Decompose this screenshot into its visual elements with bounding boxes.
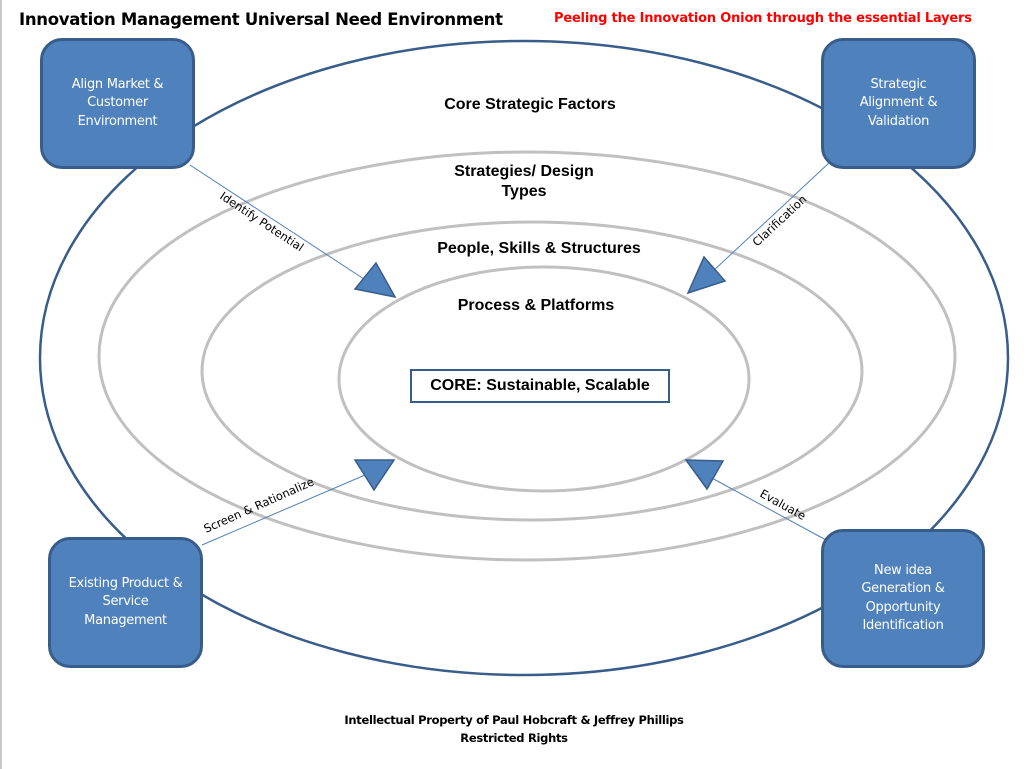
connector-label-clarification: Clarification <box>749 192 809 249</box>
connector-label-evaluate: Evaluate <box>758 486 809 523</box>
arrowhead-bottom-left-icon <box>353 459 396 492</box>
footer-rights: Restricted Rights <box>460 731 568 745</box>
page-title: Innovation Management Universal Need Env… <box>19 10 503 29</box>
outer-ring-core-strategic-factors <box>38 39 1010 677</box>
connector-line-bottom-right <box>709 476 827 541</box>
layer-label-strategies-design-types: Strategies/ Design Types <box>454 163 594 200</box>
core-label: CORE: Sustainable, Scalable <box>430 377 650 394</box>
connector-line-top-left <box>189 164 371 284</box>
frame-edge <box>0 0 2 769</box>
layer-label-core-strategic-factors: Core Strategic Factors <box>444 96 616 113</box>
layer-label-people-skills-structures: People, Skills & Structures <box>437 240 641 257</box>
connector-line-bottom-left <box>201 474 366 546</box>
ring-people-skills-structures <box>200 220 864 522</box>
connector-label-screen-rationalize: Screen & Rationalize <box>202 474 317 535</box>
box-align-market-customer-environment: Align Market & Customer Environment <box>40 38 195 169</box>
connector-label-identify-potential: Identify Potential <box>217 189 306 254</box>
box-new-idea-generation-opportunity: New idea Generation & Opportunity Identi… <box>821 529 985 668</box>
ring-strategies-design-types <box>97 150 957 562</box>
connector-line-top-right <box>711 161 831 273</box>
footer-ip-notice: Intellectual Property of Paul Hobcraft &… <box>344 713 684 727</box>
core-box: CORE: Sustainable, Scalable <box>410 369 670 403</box>
page-subtitle: Peeling the Innovation Onion through the… <box>554 11 972 26</box>
box-existing-product-service-management: Existing Product & Service Management <box>48 537 203 668</box>
layer-label-process-platforms: Process & Platforms <box>457 297 615 314</box>
arrowhead-bottom-right-icon <box>684 459 725 491</box>
arrowhead-top-right-icon <box>686 255 727 295</box>
arrowhead-top-left-icon <box>353 261 397 299</box>
ring-process-platforms <box>337 265 751 493</box>
box-strategic-alignment-validation: Strategic Alignment & Validation <box>821 38 976 169</box>
